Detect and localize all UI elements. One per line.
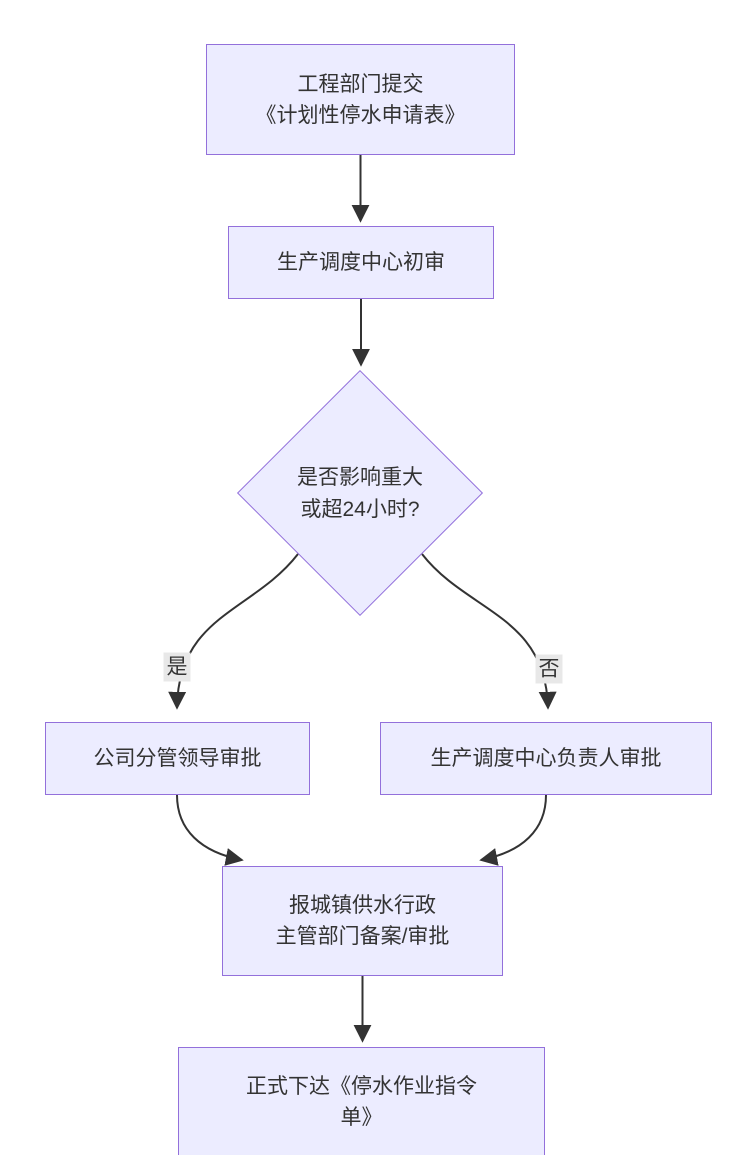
edge-manager-to-report <box>479 794 547 866</box>
node-decision-line1: 是否影响重大 <box>297 466 423 489</box>
node-issue-order: 正式下达《停水作业指令 单》 <box>178 1047 545 1155</box>
node-report-line2: 主管部门备案/审批 <box>275 925 450 948</box>
node-issue-order-line1: 正式下达《停水作业指令 <box>246 1075 477 1098</box>
node-report-authority: 报城镇供水行政 主管部门备案/审批 <box>222 866 503 976</box>
edge-decision-yes <box>168 553 299 710</box>
node-leader-approval: 公司分管领导审批 <box>45 722 310 795</box>
node-submit-line1: 工程部门提交 <box>297 72 424 96</box>
node-submit-application: 工程部门提交 《计划性停水申请表》 <box>206 44 515 155</box>
node-submit-line2: 《计划性停水申请表》 <box>255 103 466 127</box>
node-issue-order-line2: 单》 <box>340 1106 383 1129</box>
edge-decision-no <box>421 553 557 710</box>
edge-label-no: 否 <box>535 654 563 684</box>
node-manager-approval: 生产调度中心负责人审批 <box>380 722 712 795</box>
edge-leader-to-report <box>176 794 244 866</box>
node-initial-review: 生产调度中心初审 <box>228 226 494 299</box>
node-leader-approval-line1: 公司分管领导审批 <box>93 747 262 770</box>
node-decision: 是否影响重大 或超24小时? <box>240 448 480 540</box>
node-manager-approval-line1: 生产调度中心负责人审批 <box>430 747 662 770</box>
node-initial-review-line1: 生产调度中心初审 <box>277 251 445 274</box>
edge-label-yes: 是 <box>163 652 191 682</box>
node-report-line1: 报城镇供水行政 <box>289 894 436 917</box>
node-decision-line2: 或超24小时? <box>300 498 420 521</box>
